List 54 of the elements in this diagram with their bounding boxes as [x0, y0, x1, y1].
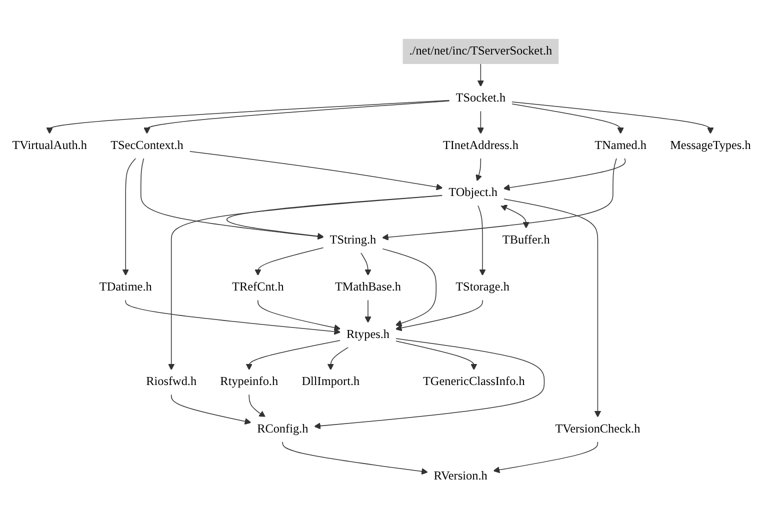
arrow	[282, 441, 428, 475]
arrow	[254, 247, 324, 276]
arrow	[478, 204, 486, 276]
arrow	[46, 100, 450, 134]
node-text: TVersionCheck.h	[555, 422, 640, 436]
node-text: TObject.h	[448, 186, 498, 200]
arrow	[503, 158, 626, 191]
arrow	[258, 299, 341, 331]
node-text: RVersion.h	[434, 470, 488, 483]
arrow	[503, 198, 602, 418]
arrow	[476, 158, 482, 182]
node-text: TGenericClassInfo.h	[422, 375, 525, 388]
arrow	[170, 394, 252, 425]
node-text: TStorage.h	[456, 280, 510, 294]
arrow	[511, 101, 714, 134]
node-text: TBuffer.h	[502, 234, 550, 246]
node-text: TSocket.h	[456, 92, 506, 105]
arrow	[364, 299, 372, 323]
node-text: TVirtualAuth.h	[12, 139, 87, 152]
node-text: Rtypes.h	[346, 328, 390, 341]
node-text: TMathBase.h	[334, 280, 402, 294]
node-text: TSecContext.h	[110, 139, 184, 152]
arrow	[360, 252, 372, 276]
arrow	[189, 150, 443, 190]
node-text: Riosfwd.h	[146, 375, 197, 388]
node-box: ./net/net/inc/TServerSocket.h	[402, 38, 559, 64]
arrow	[168, 195, 443, 370]
arrow	[248, 394, 266, 418]
arrow	[246, 340, 341, 370]
node-text: RConfig.h	[257, 422, 308, 436]
arrow	[511, 104, 624, 134]
arrow	[122, 158, 136, 276]
arrow	[226, 195, 443, 240]
node-text: TRefCnt.h	[232, 280, 284, 294]
node-text: TString.h	[330, 234, 376, 246]
arrow	[382, 158, 617, 240]
arrow	[125, 299, 341, 335]
arrow	[493, 441, 598, 474]
arrow	[395, 299, 483, 332]
arrow	[477, 110, 484, 134]
node-text: Rtypeinfo.h	[220, 375, 278, 388]
arrow	[140, 158, 324, 240]
node-text: TInetAddress.h	[442, 139, 518, 152]
arrow	[327, 346, 350, 370]
arrow	[477, 63, 484, 87]
node-text: DllImport.h	[302, 375, 360, 388]
arrow	[314, 338, 545, 430]
arrow	[500, 204, 530, 228]
node-text: MessageTypes.h	[670, 139, 751, 152]
node-text: TDatime.h	[99, 280, 152, 294]
arrow	[395, 340, 478, 370]
arrow	[382, 248, 437, 326]
node-text: TNamed.h	[594, 139, 646, 152]
arrow	[144, 100, 450, 134]
